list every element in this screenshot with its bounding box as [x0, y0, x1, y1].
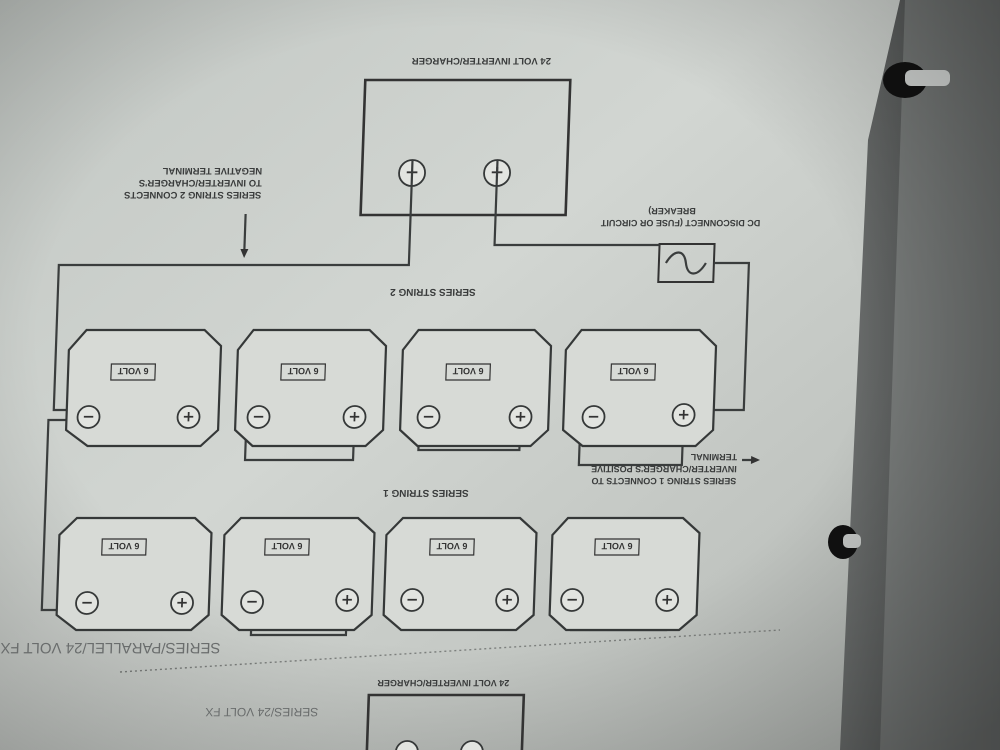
- string1-note-3: TERMINAL: [690, 452, 737, 462]
- next-section-title: SERIES/24 VOLT FX: [205, 705, 318, 719]
- svg-text:−: −: [82, 408, 95, 426]
- svg-text:−: −: [422, 408, 435, 426]
- svg-text:−: −: [587, 408, 600, 426]
- svg-text:−: −: [245, 593, 258, 611]
- battery-s2-3: 6 VOLT + −: [233, 328, 388, 448]
- battery-s1-2: 6 VOLT + −: [382, 516, 538, 632]
- svg-text:+: +: [661, 591, 674, 609]
- string2-note-arrow-icon: [240, 214, 249, 258]
- svg-text:+: +: [182, 408, 195, 426]
- next-inverter-label: 24 VOLT INVERTER/CHARGER: [377, 678, 510, 688]
- svg-text:−: −: [80, 594, 93, 612]
- string2-note-2: TO INVERTER/CHARGER'S: [139, 177, 262, 188]
- string1-note-1: SERIES STRING 1 CONNECTS TO: [591, 476, 736, 486]
- svg-text:−: −: [566, 591, 579, 609]
- series-string-1-label: SERIES STRING 1: [382, 487, 468, 498]
- wiring-diagram: SERIES/PARALLEL/24 VOLT FX 24 VOLT INVER…: [0, 55, 761, 750]
- svg-text:+: +: [341, 591, 354, 609]
- svg-text:6 VOLT: 6 VOLT: [117, 366, 149, 376]
- battery-s2-2: 6 VOLT + −: [398, 328, 553, 448]
- svg-text:−: −: [406, 591, 419, 609]
- battery-s1-4: 6 VOLT + −: [55, 516, 213, 632]
- svg-text:6 VOLT: 6 VOLT: [271, 541, 303, 551]
- next-inverter-box: [364, 693, 526, 750]
- svg-text:6 VOLT: 6 VOLT: [452, 366, 484, 376]
- battery-s2-4: 6 VOLT + −: [64, 328, 223, 448]
- string1-note-arrow-icon: [741, 456, 761, 464]
- svg-text:+: +: [501, 591, 514, 609]
- svg-text:6 VOLT: 6 VOLT: [601, 541, 633, 551]
- svg-text:6 VOLT: 6 VOLT: [287, 366, 319, 376]
- dc-disconnect-label-1: DC DISCONNECT (FUSE OR CIRCUIT: [600, 218, 760, 228]
- dc-disconnect: [657, 243, 716, 283]
- battery-s2-1: 6 VOLT + −: [561, 328, 718, 448]
- svg-text:6 VOLT: 6 VOLT: [436, 541, 468, 551]
- string1-note-2: INVERTER/CHARGER'S POSITIVE: [591, 464, 737, 474]
- svg-text:+: +: [175, 594, 188, 612]
- svg-text:6 VOLT: 6 VOLT: [617, 366, 649, 376]
- inverter-label: 24 VOLT INVERTER/CHARGER: [412, 55, 552, 66]
- battery-s1-3: 6 VOLT + −: [220, 516, 376, 632]
- string2-note-3: NEGATIVE TERMINAL: [162, 165, 262, 176]
- battery-s1-1: 6 VOLT + −: [548, 516, 701, 632]
- svg-text:+: +: [514, 408, 527, 426]
- inverter-charger-box: [359, 78, 572, 217]
- svg-text:6 VOLT: 6 VOLT: [108, 541, 140, 551]
- diagram-title: SERIES/PARALLEL/24 VOLT FX: [0, 639, 221, 656]
- svg-text:+: +: [348, 408, 361, 426]
- string2-note-1: SERIES STRING 2 CONNECTS: [124, 189, 262, 200]
- svg-text:−: −: [252, 408, 265, 426]
- dc-disconnect-label-2: BREAKER): [648, 206, 696, 216]
- series-string-2-label: SERIES STRING 2: [390, 286, 476, 297]
- svg-text:+: +: [677, 406, 690, 424]
